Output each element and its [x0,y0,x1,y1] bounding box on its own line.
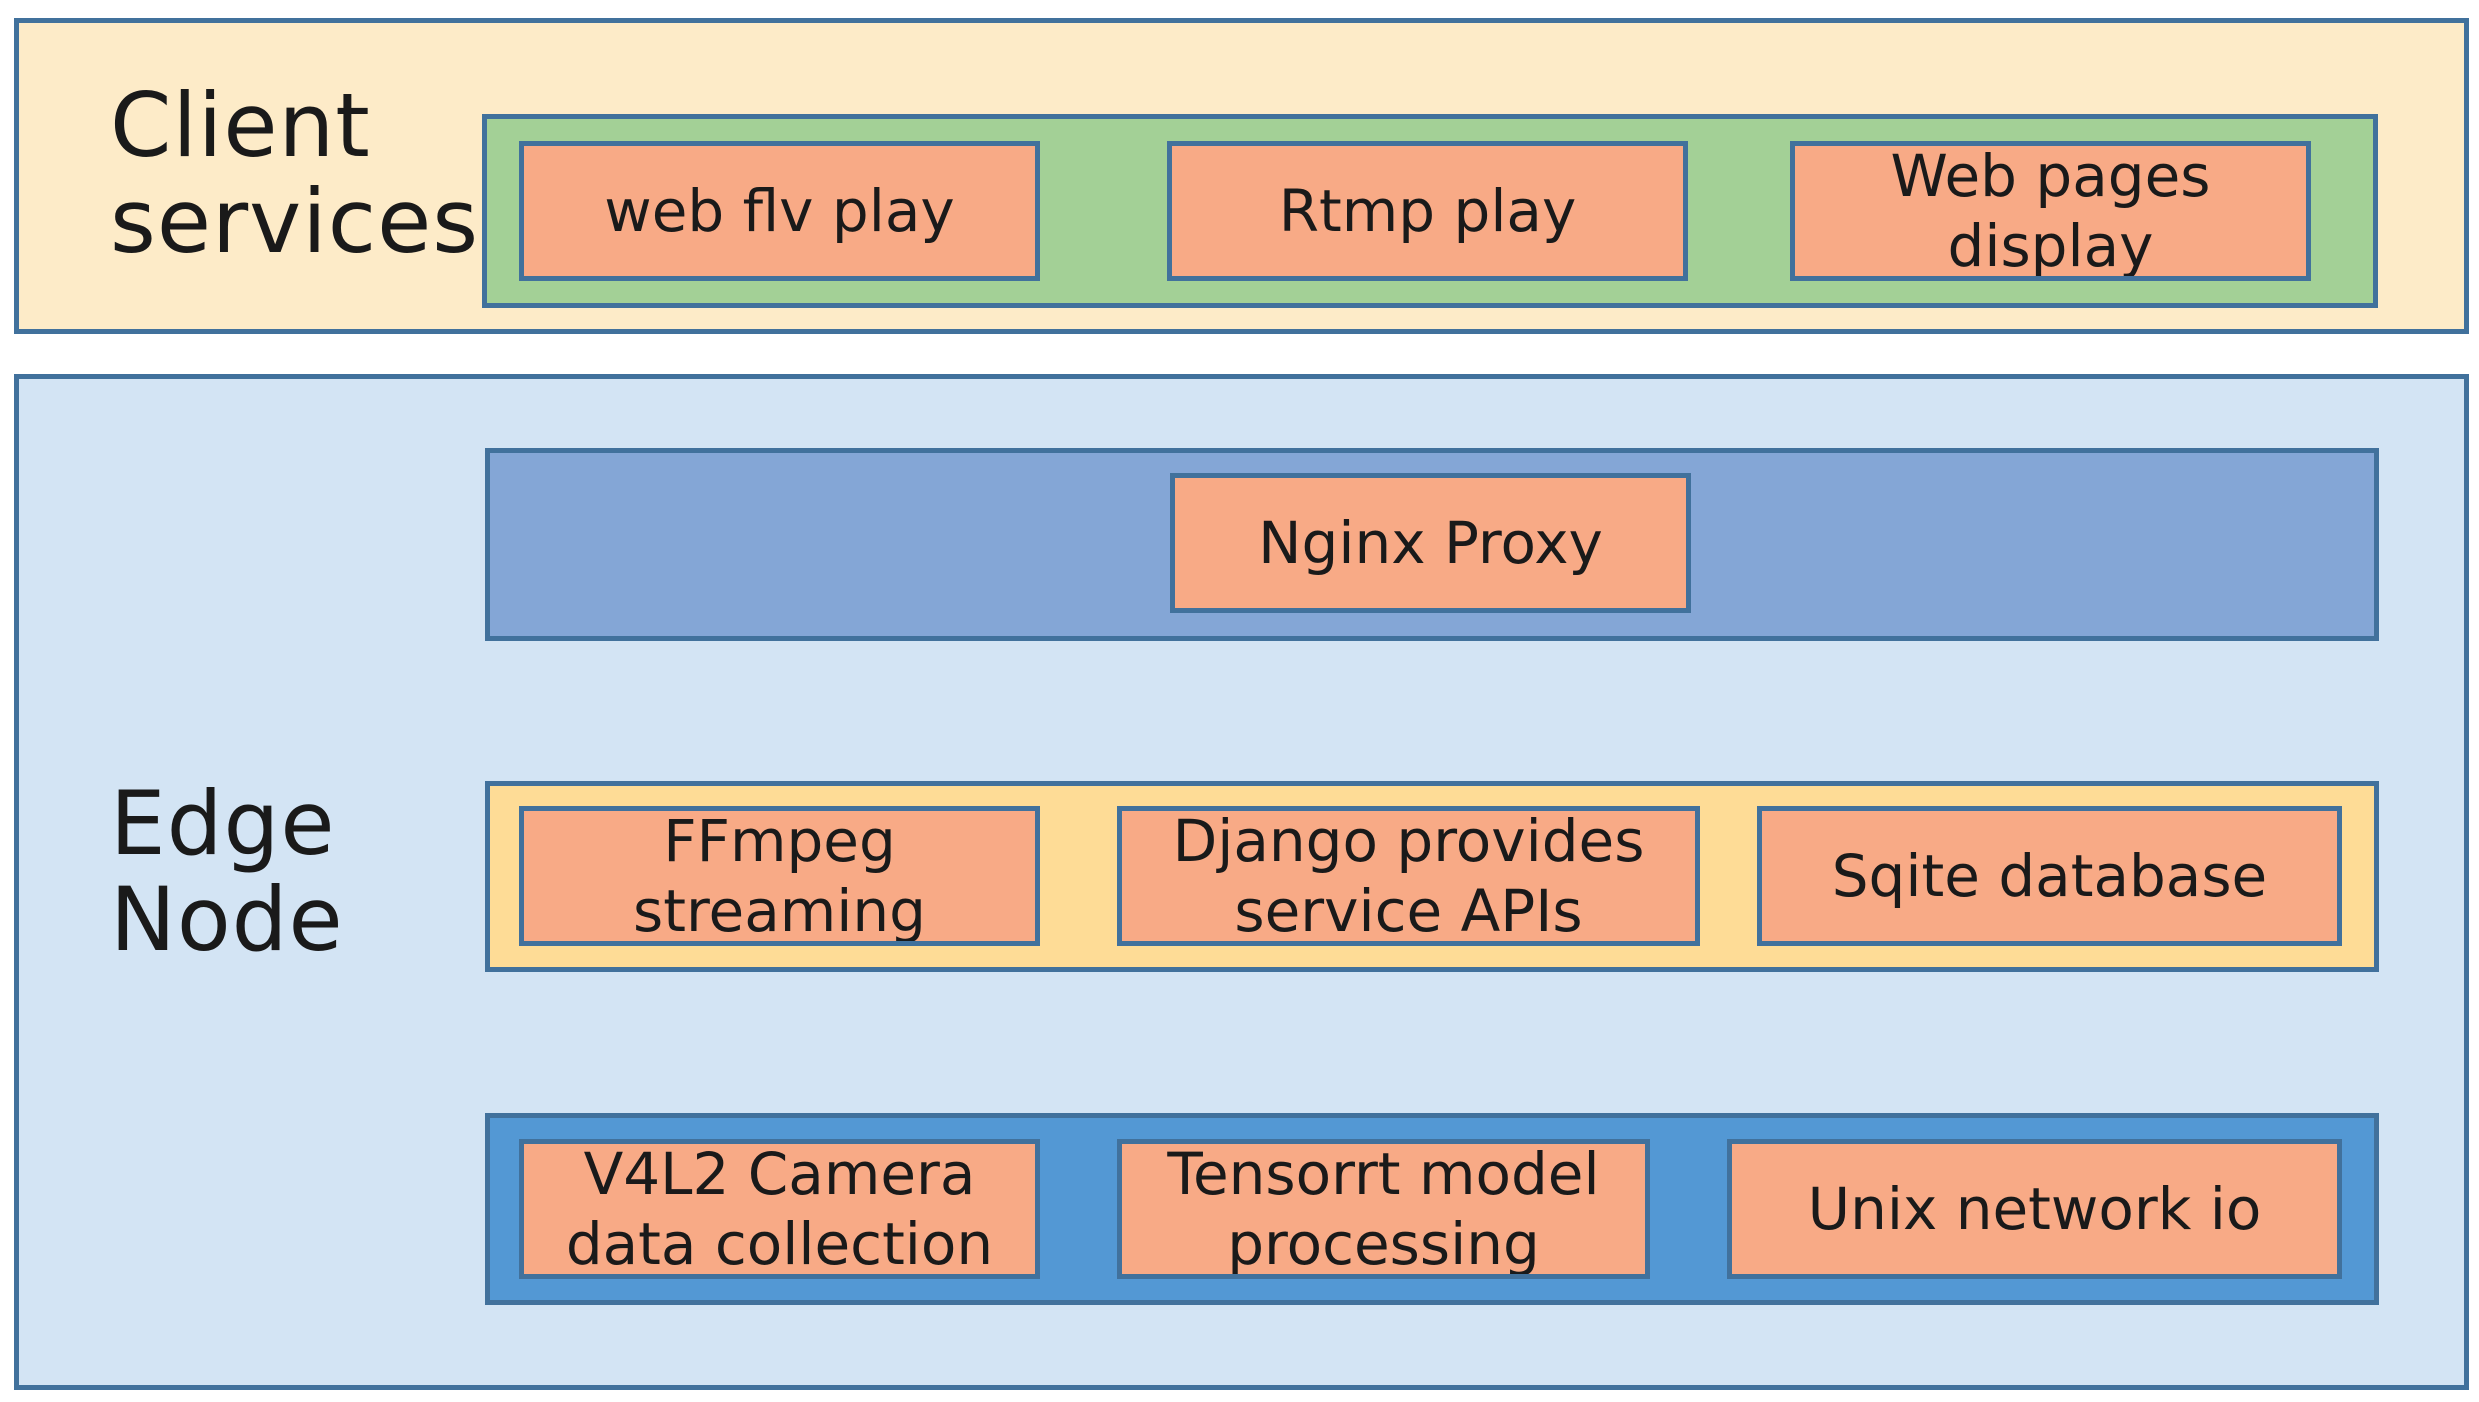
nginx-proxy-box: Nginx Proxy [1170,473,1691,613]
v4l2-camera-box: V4L2 Camera data collection [519,1139,1040,1279]
rtmp-play-box: Rtmp play [1167,141,1688,281]
django-apis-box: Django provides service APIs [1117,806,1700,946]
sqite-database-box: Sqite database [1757,806,2342,946]
tensorrt-model-box: Tensorrt model processing [1117,1139,1650,1279]
edge-node-title: Edge Node [110,772,344,971]
web-flv-play-box: web flv play [519,141,1040,281]
client-services-title: Client services [110,74,480,273]
unix-network-io-box: Unix network io [1727,1139,2342,1279]
ffmpeg-streaming-box: FFmpeg streaming [519,806,1040,946]
web-pages-display-box: Web pages display [1790,141,2311,281]
